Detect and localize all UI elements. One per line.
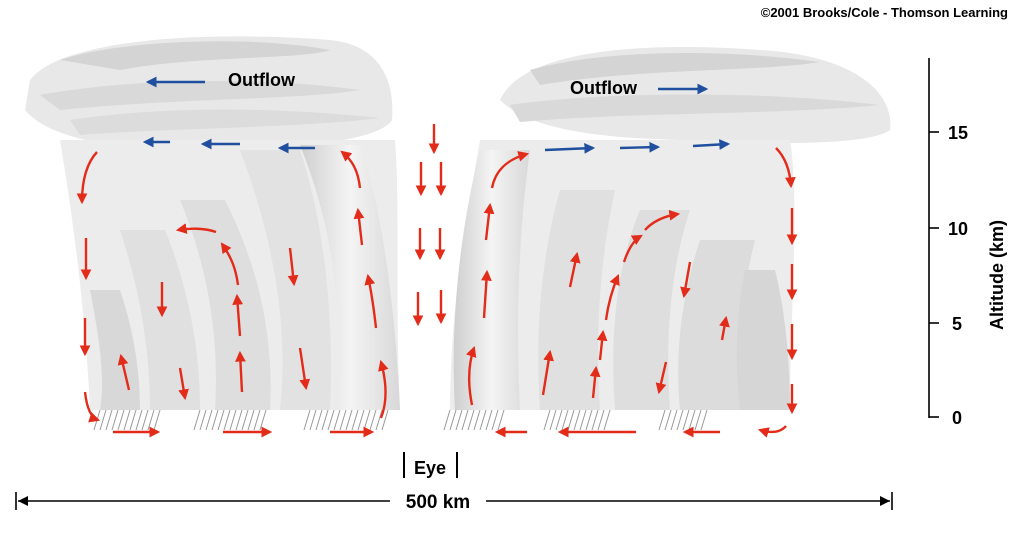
scale-label: 500 km bbox=[406, 492, 470, 513]
inflow-arrow bbox=[622, 234, 643, 263]
eye-label: Eye bbox=[414, 458, 446, 478]
inflow-arrow bbox=[76, 151, 98, 205]
inflow-arrow bbox=[117, 353, 131, 391]
inflow-arrow bbox=[287, 247, 299, 287]
inflow-arrow bbox=[298, 347, 311, 391]
outflow-arrow bbox=[692, 139, 731, 150]
outflow-label-left: Outflow bbox=[228, 70, 296, 90]
inflow-arrow bbox=[232, 293, 244, 337]
inflow-arrow bbox=[680, 261, 692, 299]
altitude-tick-label: 0 bbox=[952, 408, 962, 428]
altitude-tick-label: 15 bbox=[948, 123, 968, 143]
altitude-tick-label: 5 bbox=[952, 314, 962, 334]
inflow-arrow bbox=[490, 151, 530, 189]
inflow-arrow bbox=[466, 345, 477, 406]
outflow-arrows bbox=[142, 76, 731, 154]
outflow-arrow bbox=[619, 141, 661, 153]
right-eyewall-cloud bbox=[450, 47, 891, 410]
circulation-arrows bbox=[76, 124, 798, 438]
inflow-arrow bbox=[178, 367, 189, 401]
inflow-arrow bbox=[220, 242, 240, 286]
inflow-arrow bbox=[83, 391, 101, 423]
inflow-arrow bbox=[483, 202, 495, 241]
inflow-arrow bbox=[378, 359, 389, 419]
inflow-arrow bbox=[541, 349, 554, 396]
altitude-axis bbox=[928, 58, 939, 418]
copyright-text: ©2001 Brooks/Cole - Thomson Learning bbox=[761, 5, 1008, 20]
inflow-arrow bbox=[596, 329, 608, 361]
scale-bar bbox=[15, 492, 893, 510]
inflow-arrow bbox=[364, 273, 378, 329]
inflow-arrow bbox=[655, 361, 668, 395]
inflow-arrow bbox=[757, 425, 787, 438]
eye-marker: Eye bbox=[403, 452, 458, 478]
altitude-tick-label: 10 bbox=[948, 219, 968, 239]
inflow-arrow bbox=[568, 251, 581, 288]
inflow-arrow bbox=[604, 274, 620, 321]
inflow-arrow bbox=[719, 315, 730, 341]
inflow-arrow bbox=[353, 207, 365, 246]
outflow-arrow bbox=[544, 142, 596, 154]
rain-streaks bbox=[93, 409, 708, 431]
outflow-label-right: Outflow bbox=[570, 78, 638, 98]
inflow-arrow bbox=[775, 147, 796, 189]
inflow-arrow bbox=[644, 209, 681, 231]
inflow-arrow bbox=[175, 223, 217, 234]
inflow-arrow bbox=[235, 350, 246, 393]
left-eyewall-cloud bbox=[25, 36, 400, 410]
inflow-arrow bbox=[481, 269, 492, 319]
inflow-arrow bbox=[340, 150, 362, 189]
inflow-arrow bbox=[589, 365, 601, 399]
altitude-axis-title: Altitude (km) bbox=[987, 220, 1007, 330]
